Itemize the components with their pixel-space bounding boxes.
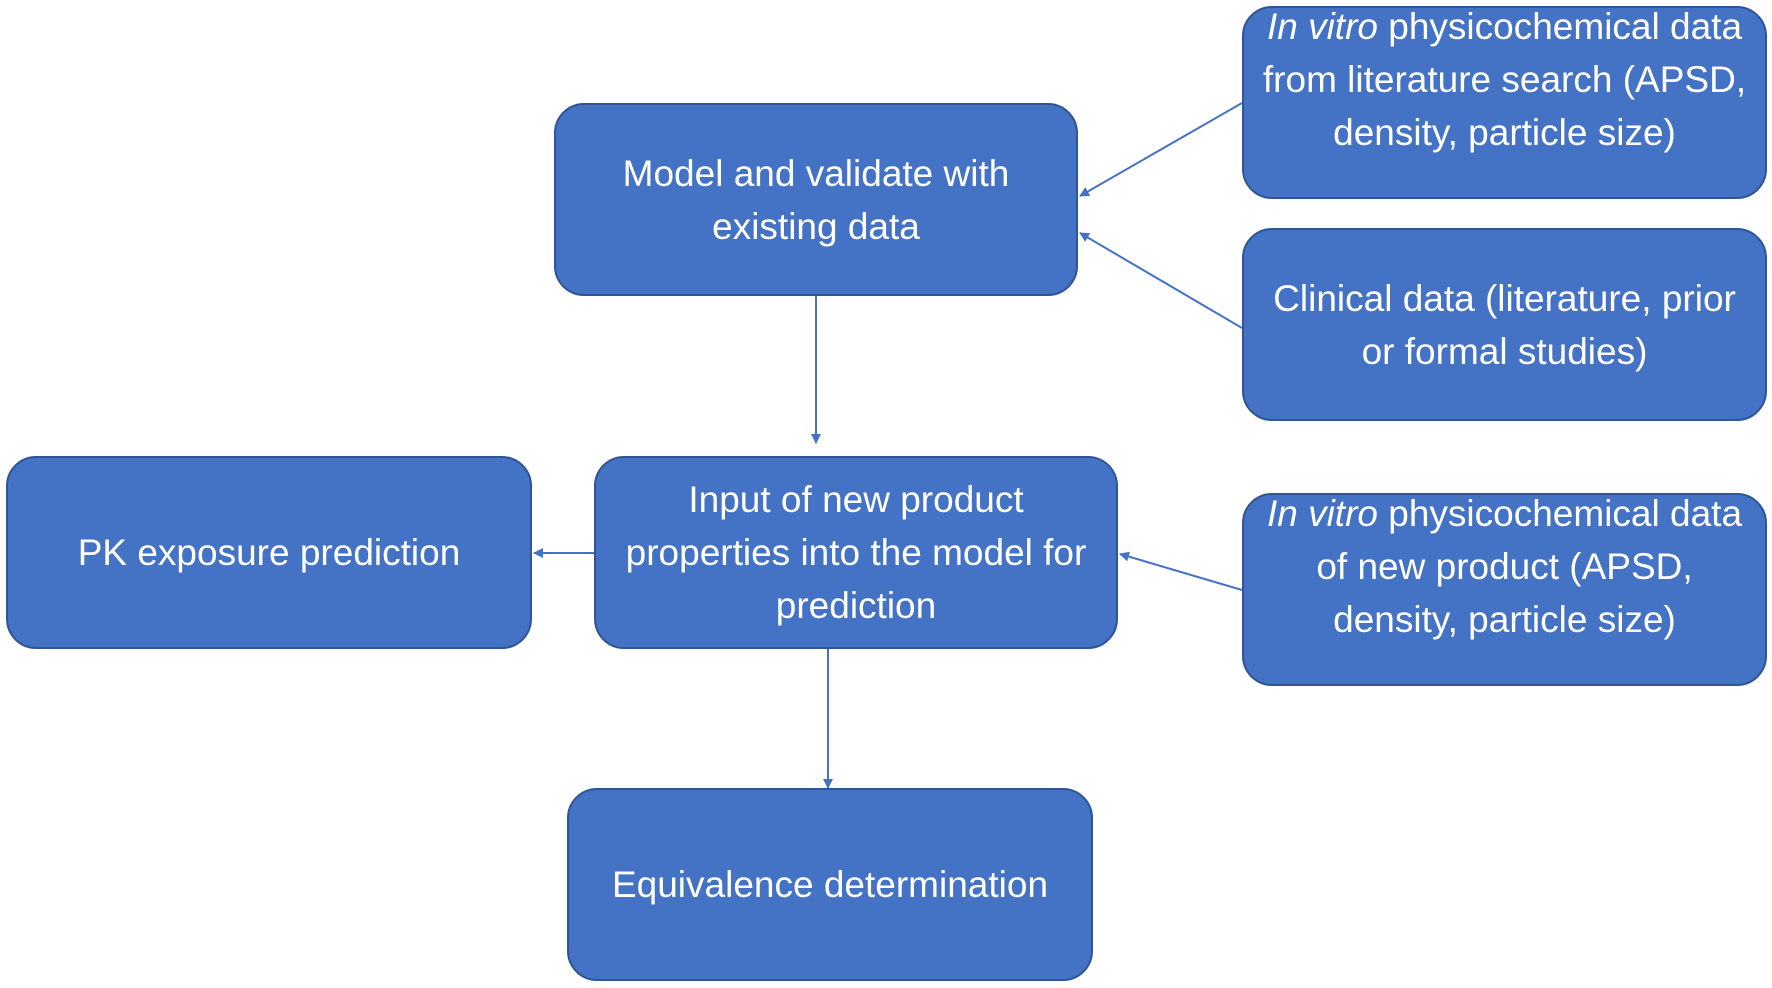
invitro-new-product-label: In vitro physicochemical data of new pro… xyxy=(1244,493,1765,646)
invitro-literature-box: In vitro physicochemical data from liter… xyxy=(1242,6,1767,199)
invitro-new-product-box: In vitro physicochemical data of new pro… xyxy=(1242,493,1767,686)
equivalence-label: Equivalence determination xyxy=(611,864,1049,905)
arrow-clinical-to-model xyxy=(1079,232,1243,329)
pk-exposure-label: PK exposure prediction xyxy=(77,532,461,573)
invitro-literature-text: physicochemical data from literature sea… xyxy=(1262,6,1747,153)
input-new-product-box: Input of new product properties into the… xyxy=(594,456,1118,649)
model-validate-box: Model and validate with existing data xyxy=(554,103,1078,296)
arrow-invitro-new-to-input xyxy=(1119,551,1243,591)
clinical-data-box: Clinical data (literature, prior or form… xyxy=(1242,228,1767,421)
invitro-new-product-text: physicochemical data of new product (APS… xyxy=(1316,493,1743,640)
invitro-literature-italic: In vitro xyxy=(1266,6,1378,47)
model-validate-label: Model and validate with existing data xyxy=(622,152,1010,247)
equivalence-box: Equivalence determination xyxy=(567,788,1093,981)
arrow-invitro-literature-to-model xyxy=(1079,102,1243,197)
pk-exposure-box: PK exposure prediction xyxy=(6,456,532,649)
clinical-data-label: Clinical data (literature, prior or form… xyxy=(1273,277,1736,372)
invitro-literature-label: In vitro physicochemical data from liter… xyxy=(1244,6,1765,159)
input-new-product-label: Input of new product properties into the… xyxy=(625,479,1087,626)
invitro-new-product-italic: In vitro xyxy=(1266,493,1378,534)
